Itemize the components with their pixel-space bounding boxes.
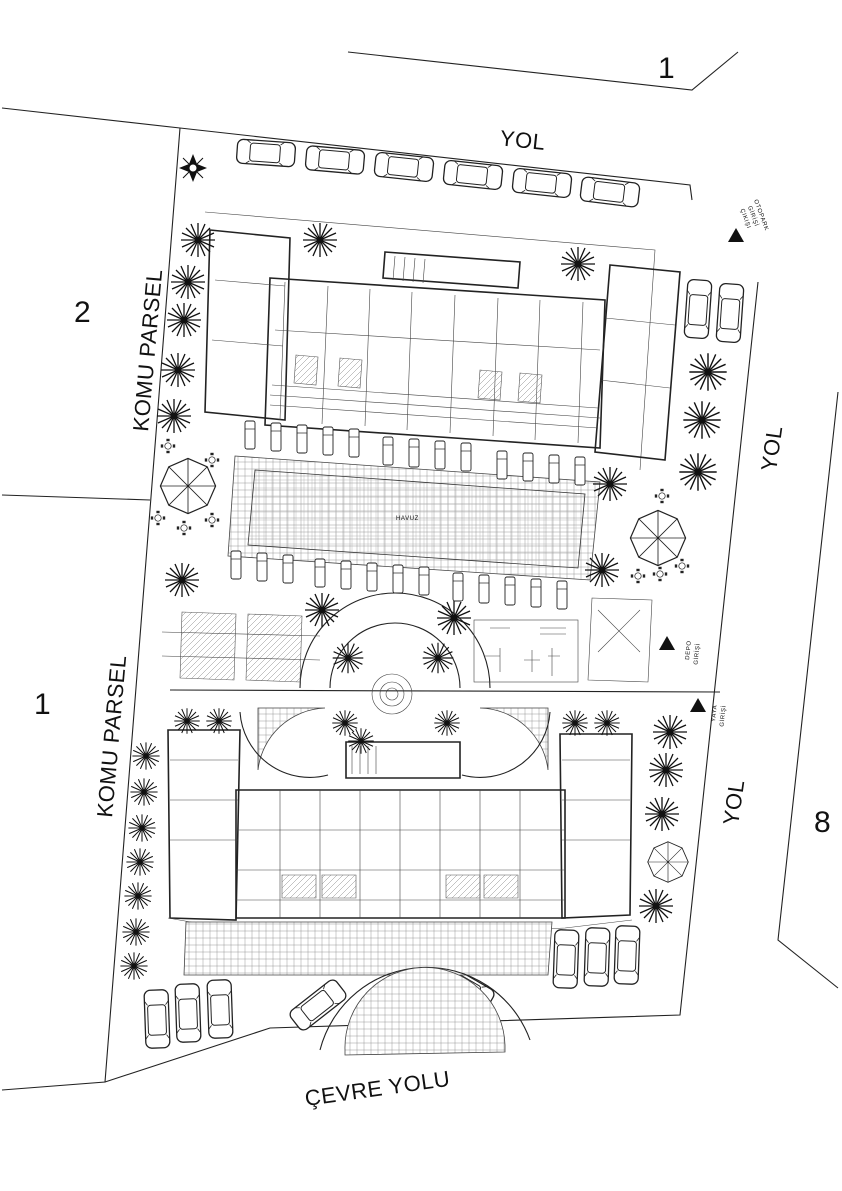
pool-label: HAVUZ xyxy=(396,516,419,522)
play-area xyxy=(473,597,653,683)
upper-building xyxy=(204,229,681,461)
pool-area: HAVUZ xyxy=(227,455,601,581)
bottom-plaza xyxy=(319,966,531,1056)
parking-top xyxy=(235,138,641,209)
storage-entrance-label: DEPO GİRİŞİ xyxy=(685,640,702,665)
left-upper-plot-number: 2 xyxy=(74,296,91,329)
storage-entrance-line-2: GİRİŞİ xyxy=(693,643,702,665)
right-plot-number: 8 xyxy=(814,806,831,839)
storage-entrance-line-1: DEPO xyxy=(685,640,693,660)
right-lower-road-label: YOL xyxy=(718,778,749,827)
right-upper-road-label: YOL xyxy=(756,424,787,473)
bottom-road-label: ÇEVRE YOLU xyxy=(303,1066,451,1111)
left-lower-plot-number: 1 xyxy=(34,688,51,721)
palm-tree-icon xyxy=(180,222,216,258)
lower-building xyxy=(167,729,633,976)
top-plot-number: 1 xyxy=(658,52,675,85)
north-arrow-icon xyxy=(179,154,207,182)
top-road-label: YOL xyxy=(499,125,547,155)
left-lower-neighbor-label: KOMU PARSEL xyxy=(92,654,131,818)
pedestrian-entrance-label: YAYA GİRİŞİ xyxy=(711,705,728,728)
pedestrian-entrance-line-1: YAYA xyxy=(711,705,719,723)
pedestrian-entrance-line-2: GİRİŞİ xyxy=(719,705,728,727)
central-garden xyxy=(239,592,551,778)
planter-boxes xyxy=(161,611,321,683)
left-upper-neighbor-label: KOMU PARSEL xyxy=(128,268,167,432)
parking-entrance-label: OTOPARK GİRİŞİ ÇIKIŞI xyxy=(738,199,769,232)
palm-trees xyxy=(119,222,728,981)
entrance-triangle-icon xyxy=(659,228,744,712)
